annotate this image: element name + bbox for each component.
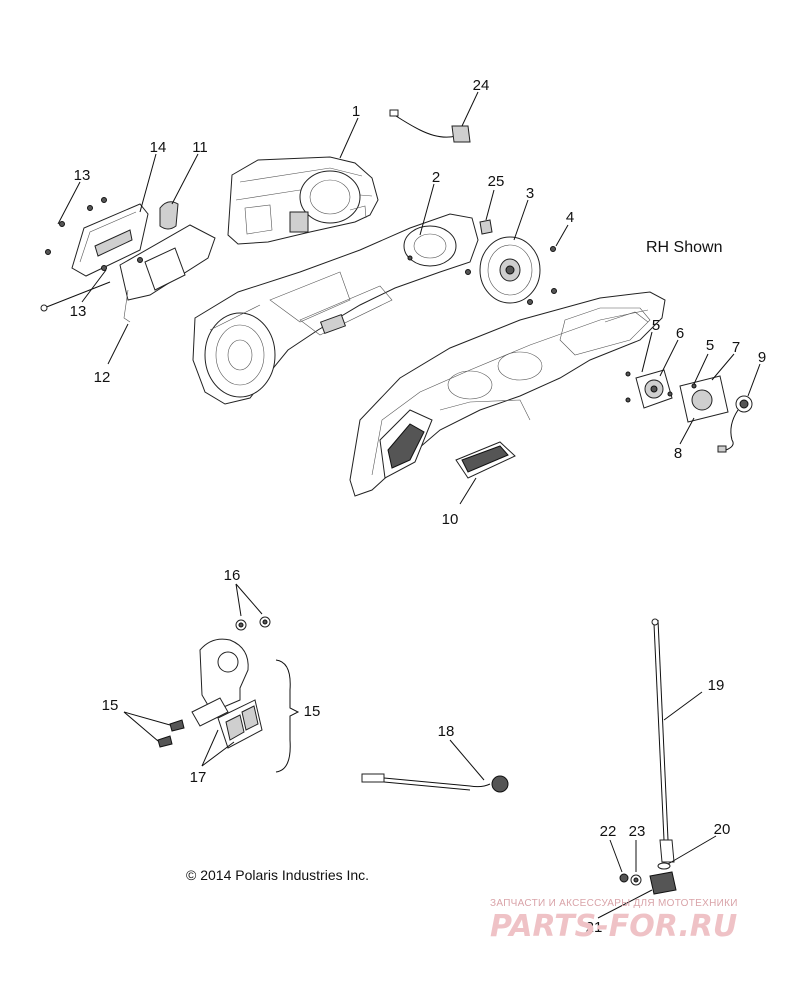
callout-20: 20: [714, 821, 731, 838]
copyright-text: © 2014 Polaris Industries Inc.: [186, 867, 369, 883]
leader-lines: [57, 91, 761, 919]
part-3-speaker: [479, 236, 541, 304]
part-16-nuts: [235, 616, 271, 631]
callout-10: 10: [442, 511, 459, 528]
callout-25: 25: [488, 173, 505, 190]
part-15-screws: [157, 719, 185, 748]
part-1-upper-housing: [227, 156, 379, 245]
callout-11: 11: [192, 139, 208, 156]
part-24-wire-harness: [389, 109, 471, 143]
part-10-front-dash: [349, 291, 666, 497]
callout-3: 3: [526, 185, 534, 202]
callout-17: 17: [190, 769, 207, 786]
callout-15-right: 15: [304, 703, 321, 720]
watermark-logo: PARTS-FOR.RU: [490, 909, 737, 944]
callout-14: 14: [150, 139, 167, 156]
callout-7: 7: [732, 339, 740, 356]
part-2-inner-dash-panel: [192, 213, 479, 405]
watermark-tagline: ЗАПЧАСТИ И АКСЕССУАРЫ ДЛЯ МОТОТЕХНИКИ: [490, 898, 738, 909]
part-15-bracket: [191, 638, 249, 727]
part-21-base: [649, 871, 677, 895]
callout-13-bottom: 13: [70, 303, 87, 320]
callout-labels: 1 2 3 4 25 24 14 11 13 13 12 5 6 5 7 9 8…: [70, 77, 767, 936]
part-6-gauge: [625, 369, 673, 409]
part-22-washer: [619, 873, 629, 883]
callout-16: 16: [224, 567, 241, 584]
part-23-washer: [630, 874, 642, 886]
part-17-switch: [217, 699, 263, 749]
part-25-clip: [479, 219, 493, 235]
part-11-plug: [159, 201, 179, 230]
part-8-gauge-housing: [667, 375, 729, 423]
callout-24: 24: [473, 77, 490, 94]
rh-shown-note: RH Shown: [646, 239, 722, 256]
callout-15-left: 15: [102, 697, 119, 714]
callout-5-right: 5: [706, 337, 714, 354]
part-10-display-module: [455, 441, 516, 479]
callout-12: 12: [94, 369, 111, 386]
part-4-speaker-screws: [527, 246, 557, 305]
callout-22: 22: [600, 823, 617, 840]
callout-4: 4: [566, 209, 574, 226]
callout-21: 21: [586, 919, 603, 936]
callout-5-left: 5: [652, 317, 660, 334]
callout-1: 1: [352, 103, 360, 120]
callout-6: 6: [676, 325, 684, 342]
part-18-cable: [361, 773, 509, 793]
callout-8: 8: [674, 445, 682, 462]
part-14-module: [71, 203, 149, 277]
callout-23: 23: [629, 823, 646, 840]
watermark: ЗАПЧАСТИ И АКСЕССУАРЫ ДЛЯ МОТОТЕХНИКИ PA…: [490, 898, 738, 944]
part-9-knob: [717, 395, 753, 453]
callout-9: 9: [758, 349, 766, 366]
callout-13-top: 13: [74, 167, 91, 184]
part-12-bracket: [119, 224, 216, 323]
part-19-antenna: [651, 618, 675, 863]
callout-2: 2: [432, 169, 440, 186]
callout-19: 19: [708, 677, 725, 694]
callout-18: 18: [438, 723, 455, 740]
part-13-screws: [40, 197, 143, 312]
part-20-nut: [657, 862, 671, 870]
